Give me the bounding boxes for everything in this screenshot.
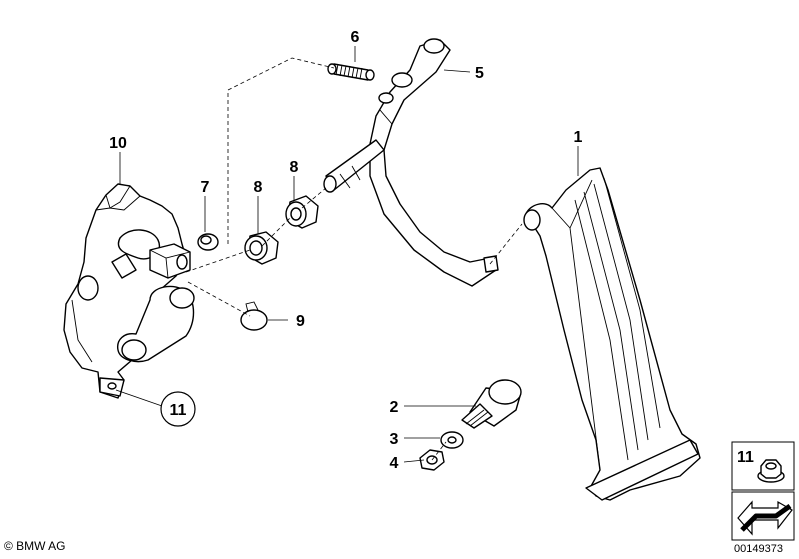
part-5-pedal-lever [323,38,499,287]
bracket-housing [63,183,195,399]
callout-1: 1 [574,129,583,146]
part-3-washer [440,431,464,449]
part-6-spring [327,63,375,81]
part-2-bolt [461,379,522,429]
part-9-clip [240,301,268,331]
part-7-bushing [197,233,219,251]
legend-arrow-box [731,491,795,541]
arrow-symbol-icon [737,500,793,536]
callout-5: 5 [475,65,484,82]
flange-nut-icon [757,459,785,483]
svg-text:11: 11 [170,402,187,419]
callout-2: 2 [390,399,399,416]
callout-8-right: 8 [290,159,299,176]
part-1-pedal-pad [523,167,701,501]
callout-7: 7 [201,179,210,196]
callout-3: 3 [390,431,399,448]
assembly-lines [185,57,523,461]
callout-labels: 6 5 1 10 7 8 8 9 2 3 4 [109,29,582,472]
callout-11-circled: 11 [160,391,196,427]
callout-10: 10 [109,135,127,152]
callout-6: 6 [351,29,360,46]
copyright-text: © BMW AG [4,539,66,553]
part-8-bushing-right [285,195,319,229]
callout-9: 9 [296,313,305,330]
legend-part-11: 11 [731,441,795,491]
part-8-bushing-left [244,231,279,265]
legend-part-11-label: 11 [737,449,754,466]
leader-lines [115,46,579,463]
diagram-id: 00149373 [734,543,783,555]
callout-4: 4 [390,455,399,472]
callout-8-left: 8 [254,179,263,196]
